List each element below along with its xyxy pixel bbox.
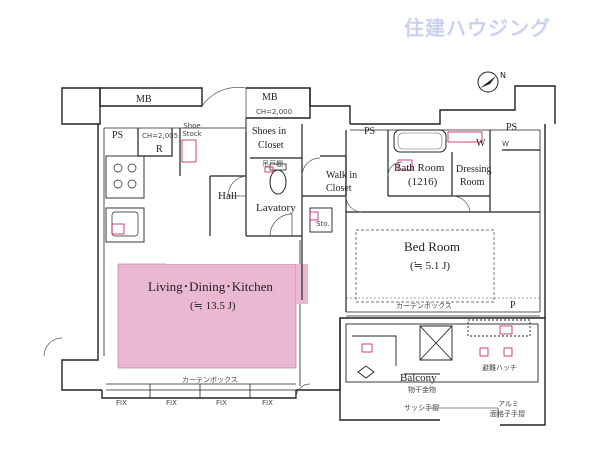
kitchen-stove [105, 155, 145, 199]
mb-left-box [61, 87, 101, 125]
balcony-bottom [339, 318, 440, 421]
dressing-line2: Room [460, 177, 485, 188]
bath-name: Bath Room [394, 162, 445, 174]
left-outer-wall [61, 124, 102, 391]
balcony-right-wall [500, 318, 546, 426]
mb-label-left: MB [136, 94, 152, 105]
r-label: R [156, 144, 163, 155]
walkin-line1: Walk in [326, 170, 358, 181]
p-label: P [510, 300, 516, 311]
brand-logo: 住建ハウジング [404, 16, 551, 40]
ps-label-left: PS [112, 130, 124, 141]
walkin-line2: Closet [326, 183, 352, 194]
hall-name: Hall [218, 190, 237, 202]
sto-label: Sto. [316, 220, 330, 228]
aluminum-handrail-line1: アルミ [498, 400, 519, 408]
fix-label-3: FIX [216, 399, 227, 407]
ps-label-mid: PS [364, 126, 376, 137]
bathtub [393, 129, 447, 153]
curtain-box-bed: カーテンボックス [396, 302, 452, 310]
ch-label-left: CH=2,005 [142, 132, 179, 140]
emergency-label: 避難ハッチ [482, 364, 517, 372]
w-label: W [476, 138, 486, 149]
toilet [269, 169, 287, 195]
fixtures [111, 131, 513, 357]
sash-handrail-label: サッシ手摺 [404, 404, 439, 412]
mb-label-right: MB [262, 92, 278, 103]
balcony-floor [345, 323, 539, 383]
ps-label-right: PS [506, 122, 518, 133]
kitchen-sink [105, 207, 145, 243]
ldk-size: (≒ 13.5 J) [190, 300, 236, 312]
curtain-box-ldk: カーテンボックス [182, 376, 238, 384]
cabinet-label: 吊戸棚 [262, 160, 283, 168]
aluminum-handrail-line2: 面格子手摺 [490, 410, 525, 418]
fix-label-4: FIX [262, 399, 273, 407]
bedroom-name: Bed Room [404, 239, 460, 254]
ch-label-right: CH=2,000 [256, 108, 293, 116]
ldk-floor [117, 263, 297, 369]
shoe-stock-label: Shoe Stock [182, 122, 202, 139]
ldk-window-wall [101, 390, 297, 399]
right-outer-wall [350, 85, 556, 125]
bath-size: (1216) [408, 176, 438, 188]
fix-label-2: FIX [166, 399, 177, 407]
dressing-line1: Dressing [456, 164, 492, 175]
bedroom-size: (≒ 5.1 J) [410, 260, 451, 272]
w-small-label: W [502, 140, 509, 148]
north-arrow-icon: N [477, 71, 506, 93]
shoes-line2: Closet [258, 140, 284, 151]
balcony-name: Balcony [400, 372, 437, 384]
lavatory-name: Lavatory [256, 202, 296, 214]
shoes-line1: Shoes in [252, 126, 287, 137]
ldk-name: Living･Dining･Kitchen [148, 279, 273, 294]
fix-label-1: FIX [116, 399, 127, 407]
svg-text:N: N [500, 71, 506, 80]
mono-hoshi-label: 物干金物 [408, 386, 436, 394]
